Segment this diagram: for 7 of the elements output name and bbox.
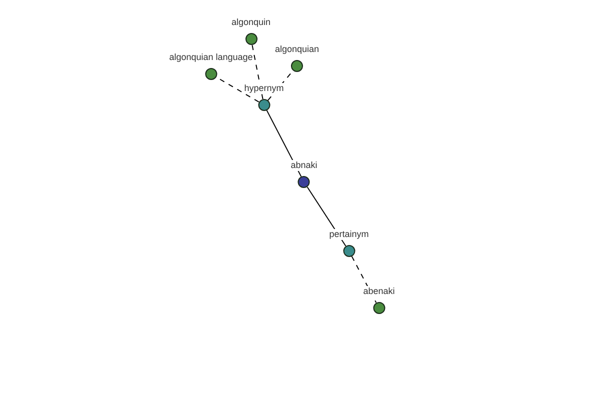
node-label: algonquin bbox=[231, 17, 271, 28]
node-label: algonquian bbox=[274, 44, 320, 55]
node-label: hypernym bbox=[244, 83, 284, 94]
node-label: algonquian language bbox=[169, 52, 253, 63]
node-label: abnaki bbox=[290, 160, 318, 171]
node-label: pertainym bbox=[329, 229, 369, 240]
node-label: abenaki bbox=[363, 286, 395, 297]
